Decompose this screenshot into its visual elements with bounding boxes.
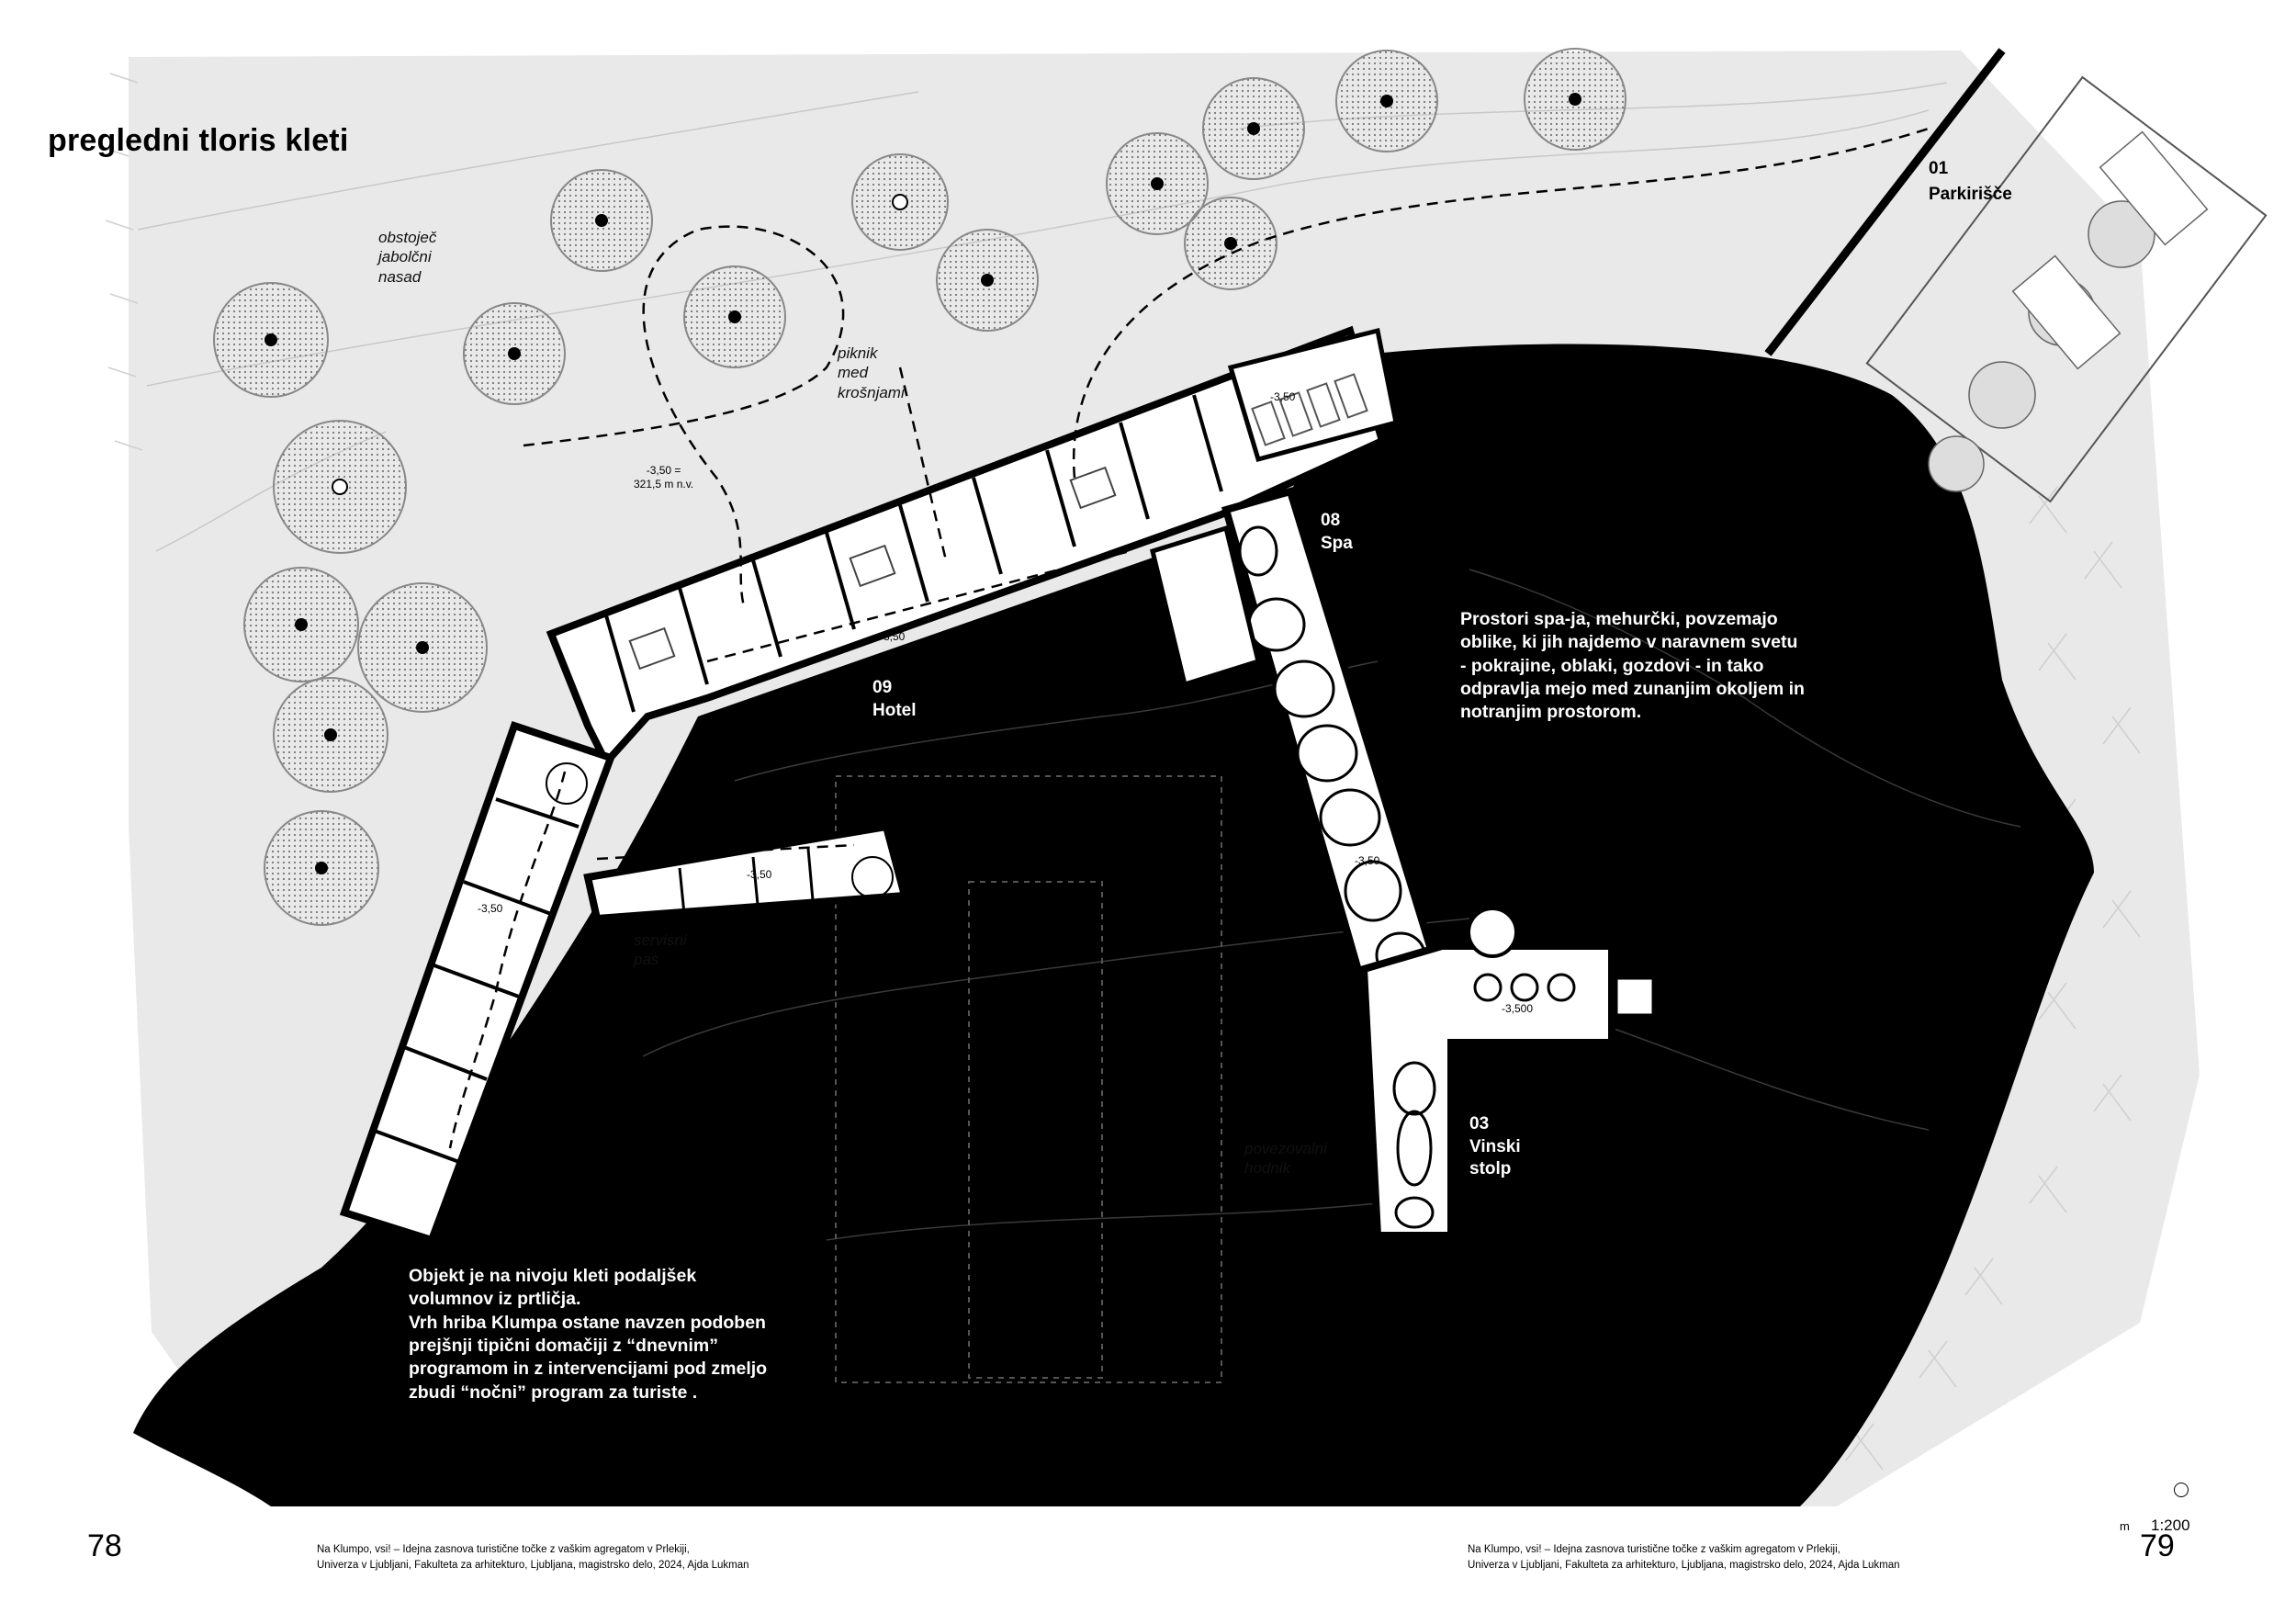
building-spa-corridor xyxy=(1150,487,1438,979)
label-picnic: piknik med krošnjami xyxy=(838,344,905,401)
zone-hotel-name: Hotel xyxy=(872,701,917,720)
north-arrow-icon xyxy=(2174,1483,2189,1497)
page-title: pregledni tloris kleti xyxy=(48,123,349,158)
zone-parking-number: 01 xyxy=(1929,159,1949,178)
ghost-outline-large xyxy=(835,775,1222,1383)
page-number-right: 79 xyxy=(2140,1528,2175,1563)
parking-stalls xyxy=(1928,130,2209,492)
building-wine-tower xyxy=(1359,907,1655,1239)
label-orchard: obstoječ jabolčni nasad xyxy=(378,229,437,286)
zone-spa-name: Spa xyxy=(1321,534,1353,553)
level-hotel: -3,50 xyxy=(880,630,906,643)
level-wine: -3,500 xyxy=(1502,1002,1534,1015)
spa-description: Prostori spa-ja, mehurčki, povzemajo obl… xyxy=(1460,609,1805,723)
building-west-wing xyxy=(339,720,616,1245)
scale-label: 1:200 xyxy=(2151,1517,2190,1534)
credit-right: Na Klumpo, vsi! – Idejna zasnova turisti… xyxy=(1468,1544,1900,1571)
zone-spa-number: 08 xyxy=(1321,511,1341,530)
zone-parking-name: Parkirišče xyxy=(1929,185,2012,204)
orchard-trees xyxy=(213,48,1626,926)
zone-hotel-number: 09 xyxy=(872,678,893,697)
zone-wine-tower-number: 03 xyxy=(1469,1114,1490,1133)
scale-unit: m xyxy=(2120,1519,2130,1533)
label-elevation: -3,50 = 321,5 m n.v. xyxy=(634,464,694,491)
level-service: -3,50 xyxy=(747,868,772,881)
building-service-corridor xyxy=(583,822,910,923)
parking-edge-line xyxy=(1764,48,2268,503)
level-spa-corridor: -3,50 xyxy=(1355,854,1380,867)
credit-left: Na Klumpo, vsi! – Idejna zasnova turisti… xyxy=(317,1544,749,1571)
ghost-outline-small xyxy=(968,881,1103,1379)
label-connecting-corridor: povezovalni hodnik xyxy=(1244,1140,1327,1178)
circulation-paths xyxy=(448,127,1930,1149)
building-hotel xyxy=(546,325,1399,770)
level-spa-top: -3,50 xyxy=(1270,390,1296,403)
extension-description: Objekt je na nivoju kleti podaljšek volu… xyxy=(409,1266,768,1403)
label-service-strip: servisni pas xyxy=(634,931,687,969)
level-wing: -3,50 xyxy=(478,902,503,915)
earth-mass xyxy=(133,344,2094,1506)
page-number-left: 78 xyxy=(87,1528,122,1563)
zone-wine-tower-name: Vinski stolp xyxy=(1469,1137,1521,1179)
